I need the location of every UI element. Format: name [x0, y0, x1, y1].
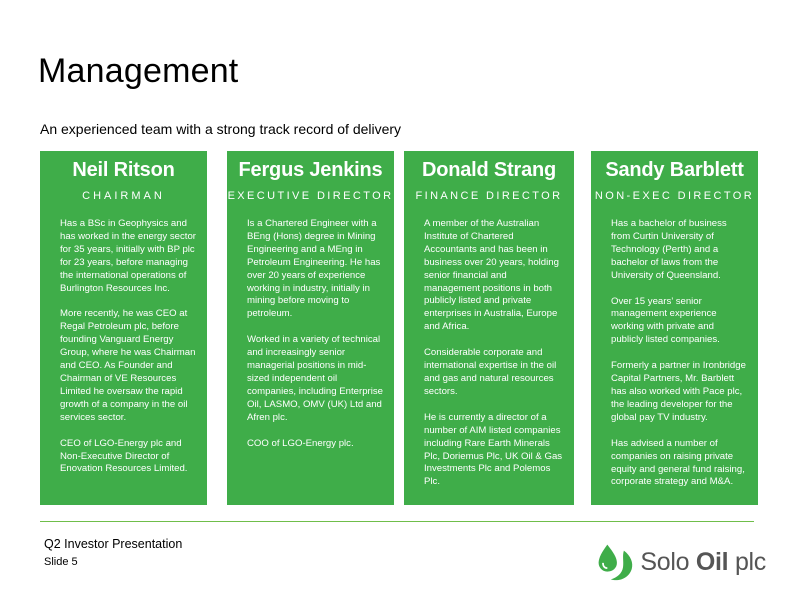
person-role: NON-EXEC DIRECTOR: [594, 190, 755, 202]
person-name: Donald Strang: [421, 159, 557, 181]
slide-title: Management: [38, 52, 239, 90]
person-bio: Has a BSc in Geophysics and has worked i…: [60, 218, 197, 476]
bio-paragraph: A member of the Australian Institute of …: [424, 218, 559, 333]
logo-word-plc: plc: [734, 547, 766, 576]
footer-presentation-title: Q2 Investor Presentation: [44, 537, 183, 551]
bio-paragraph: Over 15 years’ senior management experie…: [611, 295, 720, 346]
bio-paragraph: Worked in a variety of technical and inc…: [247, 334, 383, 423]
card-neil-ritson: Neil Ritson CHAIRMAN Has a BSc in Geophy…: [40, 151, 207, 505]
footer-slide-number: Slide 5: [44, 556, 78, 568]
person-bio: Has a bachelor of business from Curtin U…: [611, 218, 748, 489]
card-fergus-jenkins: Fergus Jenkins EXECUTIVE DIRECTOR Is a C…: [227, 151, 394, 505]
person-role: CHAIRMAN: [82, 190, 165, 202]
card-donald-strang: Donald Strang FINANCE DIRECTOR A member …: [404, 151, 574, 505]
bio-paragraph: More recently, he was CEO at Regal Petro…: [60, 308, 196, 423]
person-role: FINANCE DIRECTOR: [415, 190, 563, 202]
bio-paragraph: Has a bachelor of business from Curtin U…: [611, 218, 727, 281]
bio-paragraph: Considerable corporate and international…: [424, 347, 557, 397]
person-name: Neil Ritson: [72, 159, 175, 181]
logo-wordmark: Solo Oil plc: [640, 548, 766, 577]
person-name: Fergus Jenkins: [238, 159, 383, 181]
company-logo: Solo Oil plc: [596, 538, 766, 586]
person-bio: Is a Chartered Engineer with a BEng (Hon…: [247, 218, 384, 451]
person-role: EXECUTIVE DIRECTOR: [227, 190, 394, 202]
card-sandy-barblett: Sandy Barblett NON-EXEC DIRECTOR Has a b…: [591, 151, 758, 505]
person-bio: A member of the Australian Institute of …: [424, 218, 564, 489]
logo-word-solo: Solo: [640, 547, 690, 576]
bio-paragraph: Is a Chartered Engineer with a BEng (Hon…: [247, 218, 381, 320]
footer-divider: [40, 521, 754, 522]
bio-paragraph: Has a BSc in Geophysics and has worked i…: [60, 218, 196, 294]
bio-paragraph: Formerly a partner in Ironbridge Capital…: [611, 360, 746, 423]
bio-paragraph: He is currently a director of a number o…: [424, 411, 563, 488]
logo-word-oil: Oil: [695, 547, 729, 576]
slide-subtitle: An experienced team with a strong track …: [40, 121, 402, 137]
bio-paragraph: Has advised a number of companies on rai…: [611, 437, 745, 488]
bio-paragraph: CEO of LGO-Energy plc and Non-Executive …: [60, 437, 188, 475]
bio-paragraph: COO of LGO-Energy plc.: [247, 437, 354, 449]
oil-drop-icon: [598, 544, 633, 581]
person-name: Sandy Barblett: [605, 159, 744, 181]
